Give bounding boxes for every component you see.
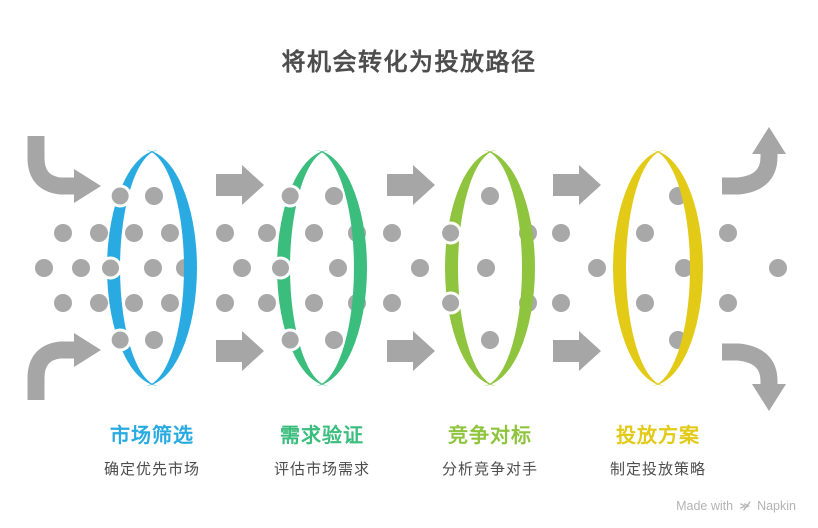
step-description: 评估市场需求 (273, 461, 370, 478)
step-description: 确定优先市场 (103, 461, 200, 478)
flow-dot (54, 224, 72, 242)
flow-dot (411, 259, 429, 277)
flow-dot (35, 259, 53, 277)
flow-dot (161, 294, 179, 312)
flow-dot (90, 224, 108, 242)
filter-ring-left-blade (613, 150, 666, 386)
captured-dot (439, 291, 463, 315)
inflow-top-arrow-head (74, 169, 101, 203)
flow-dot (258, 224, 276, 242)
captured-dot (439, 221, 463, 245)
right-arrow-icon (553, 165, 601, 205)
filter-ring-right-blade (144, 150, 197, 386)
flow-dot (477, 259, 495, 277)
filter-ring-right-blade (314, 150, 367, 386)
flow-dot (144, 259, 162, 277)
flow-dot (305, 294, 323, 312)
flow-dot (552, 294, 570, 312)
step-card: 需求验证 评估市场需求 (222, 424, 422, 479)
flow-dot (552, 224, 570, 242)
right-arrow-icon (553, 331, 601, 371)
flow-dot (54, 294, 72, 312)
flow-dot (125, 224, 143, 242)
flow-dot (383, 294, 401, 312)
filter-ring-left-blade (277, 150, 330, 386)
step-description: 分析竞争对手 (441, 461, 538, 478)
watermark-brand: Napkin (757, 499, 796, 513)
flow-dot (145, 331, 163, 349)
captured-dot (269, 256, 292, 280)
captured-dot (108, 328, 132, 352)
flow-dot (675, 259, 693, 277)
flow-dot (258, 294, 276, 312)
right-arrow-icon (387, 331, 435, 371)
flow-dot (72, 259, 90, 277)
right-arrow-icon (216, 331, 264, 371)
flow-dot (325, 331, 343, 349)
captured-dot (278, 184, 302, 208)
flow-dot (636, 224, 654, 242)
flow-dot (305, 224, 323, 242)
step-card: 投放方案 制定投放策略 (558, 424, 758, 479)
outflow-bottom-arrow-head (752, 384, 786, 411)
filter-ring-left-blade (107, 150, 160, 386)
flow-dot (383, 224, 401, 242)
flow-dot (125, 294, 143, 312)
flow-dot (233, 259, 251, 277)
right-arrow-icon (387, 165, 435, 205)
step-title: 投放方案 (616, 425, 700, 447)
flow-dot (216, 294, 234, 312)
outflow-top-arrow-head (752, 127, 786, 154)
flow-dot (588, 259, 606, 277)
outflow-bottom-arrow (722, 343, 778, 385)
step-description: 制定投放策略 (609, 461, 706, 478)
flow-dot (636, 294, 654, 312)
flow-dot (329, 259, 347, 277)
flow-dot (719, 294, 737, 312)
flow-dot (145, 187, 163, 205)
captured-dot (278, 328, 302, 352)
flow-dot (481, 331, 499, 349)
captured-dot (99, 256, 122, 280)
filter-ring-right-blade (482, 150, 535, 386)
flow-dot (481, 187, 499, 205)
watermark: Made with Napkin (676, 499, 796, 513)
step-card: 市场筛选 确定优先市场 (52, 424, 252, 479)
flow-dot (216, 224, 234, 242)
flow-dot (161, 224, 179, 242)
step-card: 竞争对标 分析竞争对手 (390, 424, 590, 479)
flow-dot (769, 259, 787, 277)
step-title: 市场筛选 (110, 425, 194, 447)
filter-ring-left-blade (445, 150, 498, 386)
filter-ring-right-blade (650, 150, 703, 386)
flow-dot (90, 294, 108, 312)
inflow-bottom-arrow-head (74, 333, 101, 367)
right-arrow-icon (216, 165, 264, 205)
outflow-top-arrow (722, 153, 778, 195)
napkin-logo-icon (740, 501, 751, 511)
inflow-bottom-arrow (27, 341, 74, 400)
step-title: 需求验证 (280, 425, 364, 447)
flow-dot (325, 187, 343, 205)
step-title: 竞争对标 (448, 425, 532, 447)
flow-dot (719, 224, 737, 242)
captured-dot (108, 184, 132, 208)
inflow-top-arrow (27, 136, 74, 195)
watermark-made-with: Made with (676, 499, 734, 513)
diagram-title: 将机会转化为投放路径 (281, 49, 537, 76)
